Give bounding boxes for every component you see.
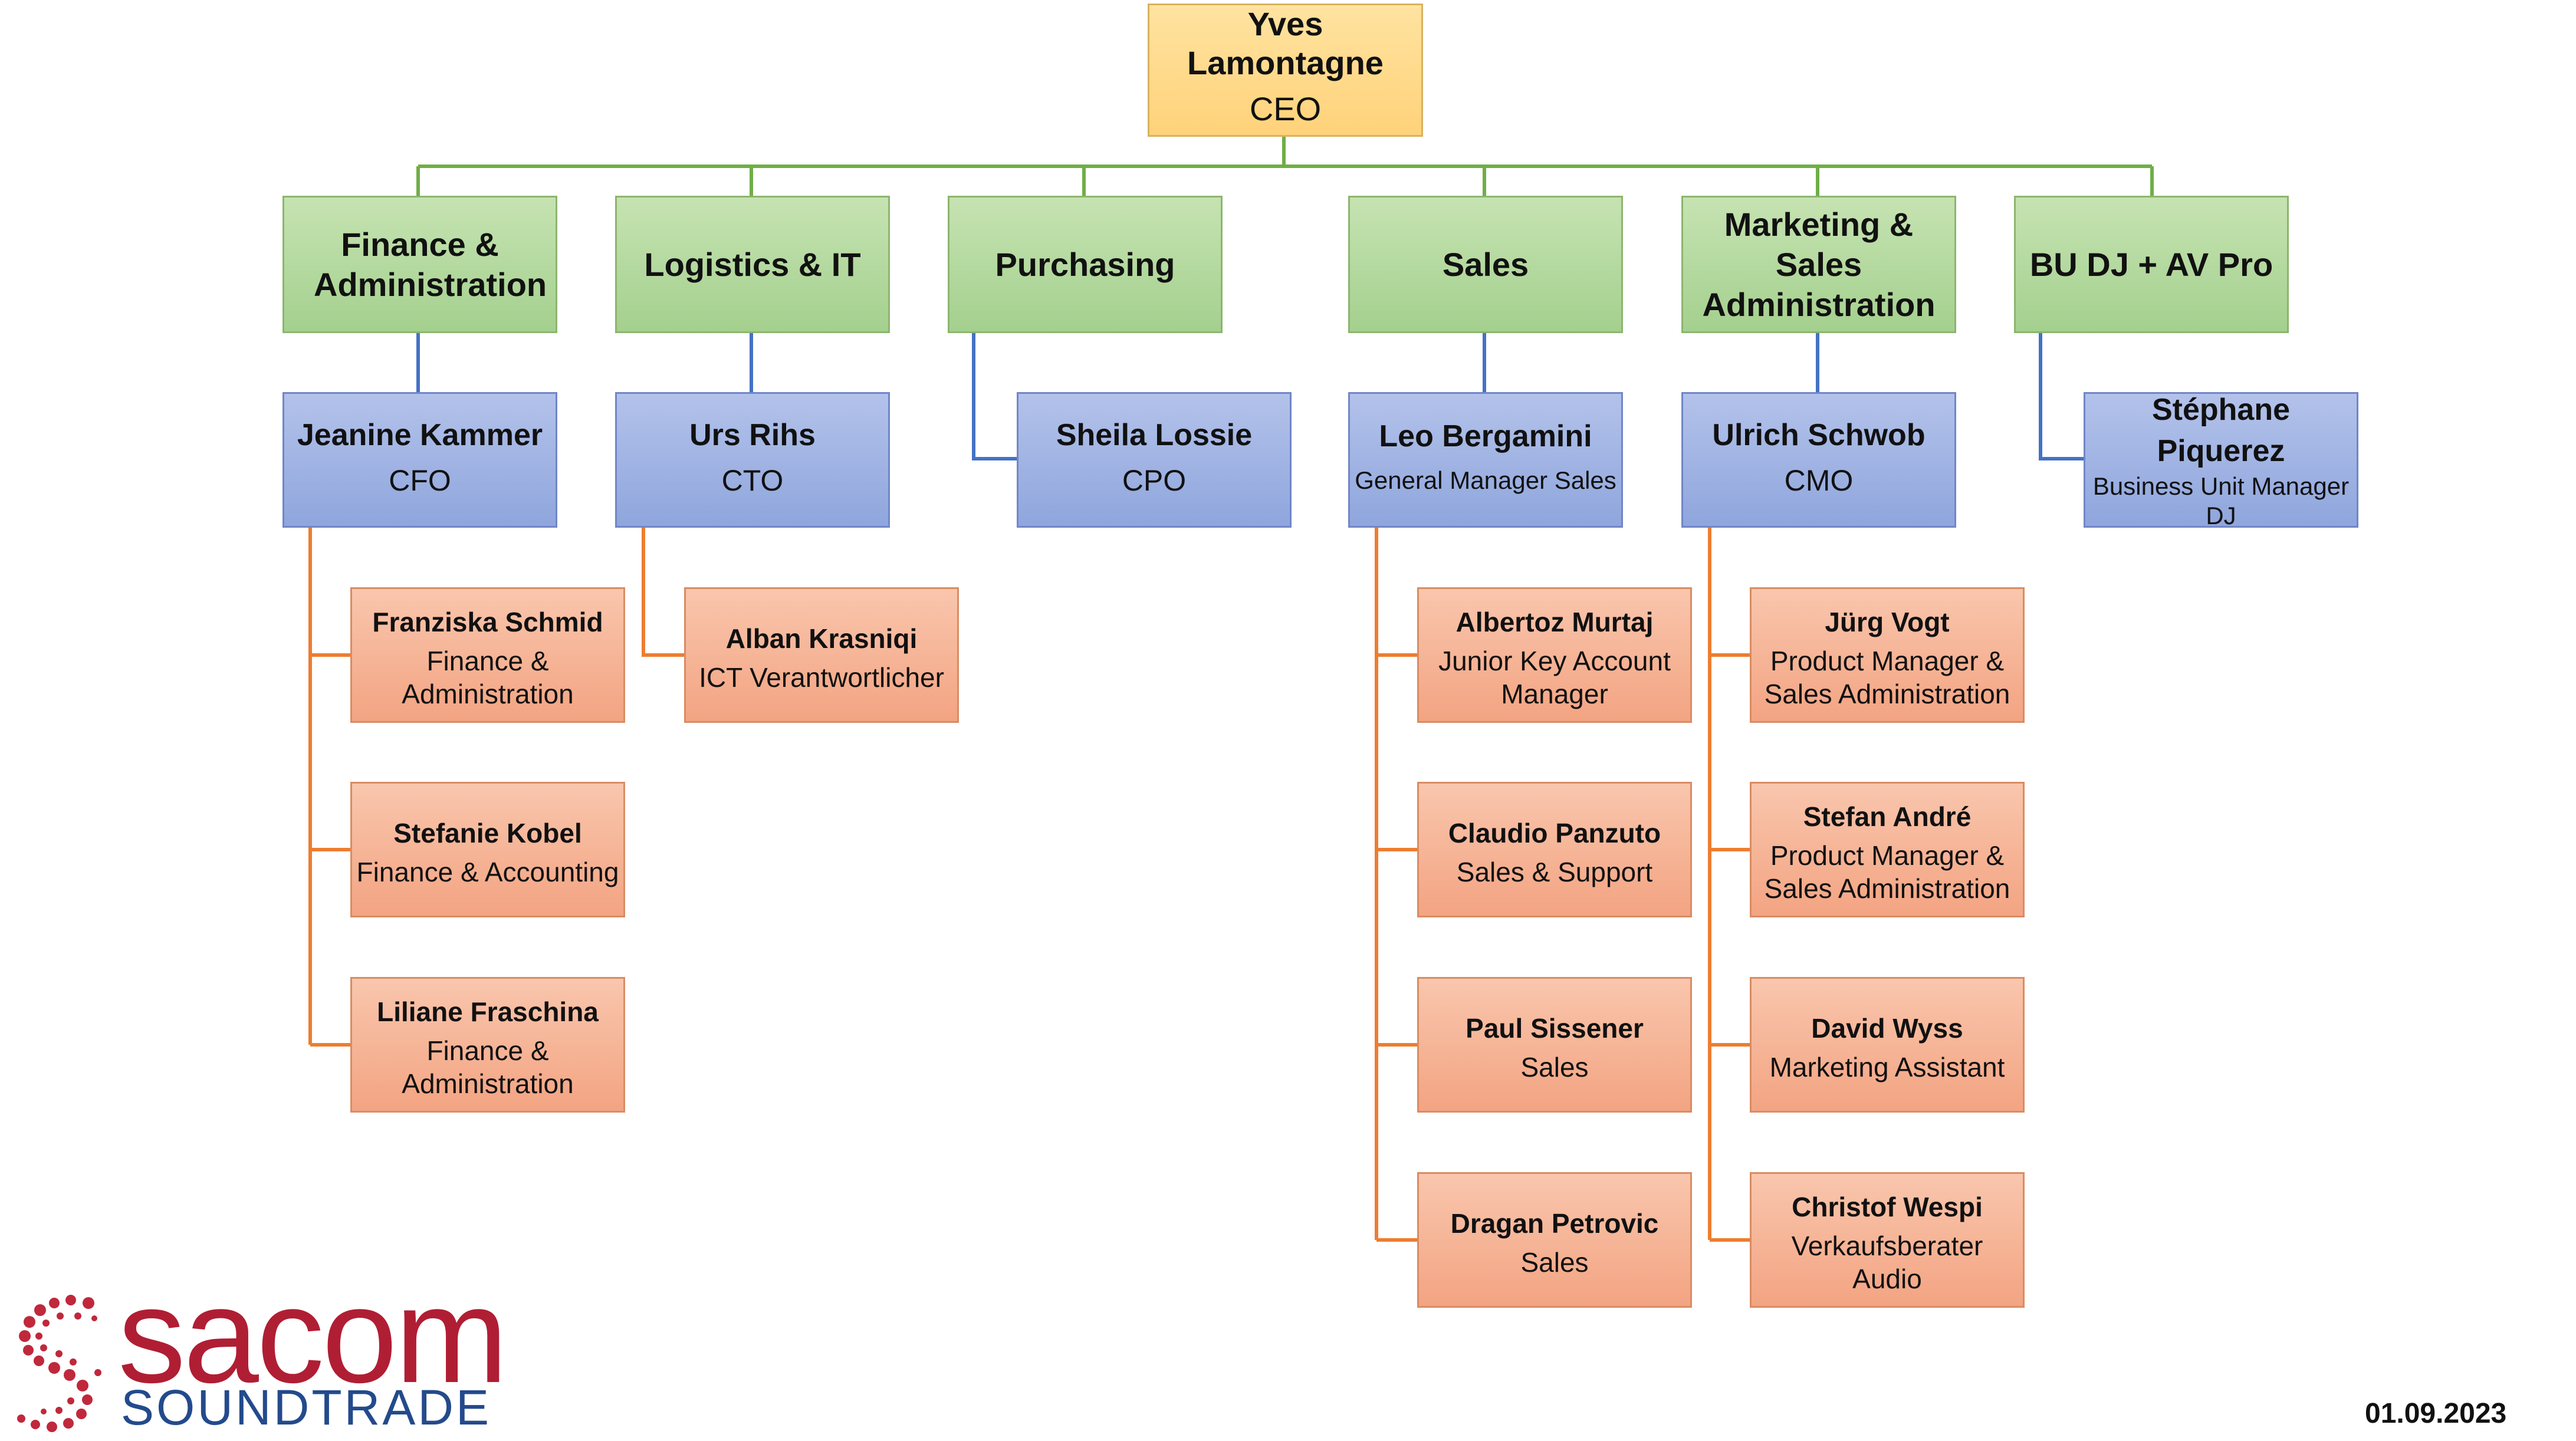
ceo-connectors: [416, 137, 2154, 196]
head-purchasing: Sheila Lossie CPO: [1017, 392, 1292, 528]
staff-card: Alban Krasniqi ICT Verantwortlicher: [684, 587, 959, 723]
head-title: Business Unit Manager DJ: [2092, 472, 2350, 529]
department-label: Finance & Administration: [314, 225, 547, 303]
department-bu-dj: BU DJ + AV Pro: [2014, 196, 2289, 333]
department-purchasing: Purchasing: [948, 196, 1223, 333]
staff-title: Product Manager & Sales Administration: [1764, 840, 2010, 904]
staff-card: Paul Sissener Sales: [1417, 977, 1692, 1113]
staff-connectors: [308, 528, 1750, 1242]
head-finance: Jeanine Kammer CFO: [282, 392, 557, 528]
staff-name: Franziska Schmid: [372, 607, 603, 637]
head-title: CPO: [1122, 464, 1187, 497]
staff-title: Marketing Assistant: [1769, 1052, 2005, 1083]
department-logistics: Logistics & IT: [615, 196, 890, 333]
staff-name: Liliane Fraschina: [377, 996, 599, 1027]
staff-title: Junior Key Account Manager: [1438, 646, 1671, 709]
staff-card: Christof Wespi Verkaufsberater Audio: [1750, 1172, 2025, 1308]
head-name: Jeanine Kammer: [297, 418, 543, 452]
staff-name: Jürg Vogt: [1825, 607, 1950, 637]
date-label: 01.09.2023: [2365, 1398, 2507, 1429]
staff-title: Finance & Administration: [402, 646, 574, 709]
staff-name: Christof Wespi: [1792, 1192, 1983, 1222]
staff-name: Claudio Panzuto: [1448, 818, 1661, 848]
staff-name: Stefanie Kobel: [393, 818, 582, 848]
staff-card: Dragan Petrovic Sales: [1417, 1172, 1692, 1308]
staff-title: Sales & Support: [1456, 857, 1653, 887]
staff-card: Liliane Fraschina Finance & Administrati…: [350, 977, 625, 1113]
staff-title: Sales: [1520, 1052, 1589, 1083]
staff-title: Verkaufsberater Audio: [1791, 1231, 1983, 1294]
department-label: BU DJ + AV Pro: [2029, 245, 2273, 283]
staff-title: Finance & Administration: [402, 1035, 574, 1099]
department-finance: Finance & Administration: [282, 196, 557, 333]
staff-name: David Wyss: [1811, 1013, 1963, 1044]
department-label: Logistics & IT: [644, 245, 861, 283]
staff-name: Dragan Petrovic: [1450, 1208, 1659, 1239]
logo-subtitle: SOUNDTRADE: [121, 1380, 492, 1435]
head-name: Stéphane Piquerez: [2151, 393, 2291, 468]
staff-card: Franziska Schmid Finance & Administratio…: [350, 587, 625, 723]
staff-card: Stefanie Kobel Finance & Accounting: [350, 782, 625, 917]
head-sales: Leo Bergamini General Manager Sales: [1348, 392, 1623, 528]
head-title: CTO: [721, 464, 784, 497]
staff-title: Sales: [1520, 1247, 1589, 1278]
head-bu-dj: Stéphane Piquerez Business Unit Manager …: [2084, 392, 2358, 529]
head-title: CMO: [1784, 464, 1854, 497]
ceo-box: Yves Lamontagne CEO: [1148, 4, 1423, 137]
department-label: Marketing & Sales Administration: [1702, 205, 1936, 323]
logo-wordmark: sacom: [118, 1259, 508, 1411]
head-title: CFO: [389, 464, 451, 497]
staff-title: ICT Verantwortlicher: [699, 662, 944, 693]
staff-card: David Wyss Marketing Assistant: [1750, 977, 2025, 1113]
staff-card: Claudio Panzuto Sales & Support: [1417, 782, 1692, 917]
head-name: Ulrich Schwob: [1712, 418, 1926, 452]
ceo-name: Yves Lamontagne: [1187, 5, 1384, 81]
head-name: Urs Rihs: [689, 418, 816, 452]
staff-card: Jürg Vogt Product Manager & Sales Admini…: [1750, 587, 2025, 723]
staff-name: Paul Sissener: [1466, 1013, 1644, 1044]
department-label: Purchasing: [995, 245, 1175, 283]
head-name: Leo Bergamini: [1379, 419, 1592, 453]
staff-name: Stefan André: [1803, 801, 1972, 832]
staff-name: Alban Krasniqi: [725, 623, 918, 654]
staff-title: Product Manager & Sales Administration: [1764, 646, 2010, 709]
staff-name: Albertoz Murtaj: [1455, 607, 1654, 637]
staff-title: Finance & Accounting: [356, 857, 619, 887]
department-connectors: [416, 333, 2084, 460]
head-name: Sheila Lossie: [1056, 418, 1253, 452]
head-title: General Manager Sales: [1355, 466, 1616, 494]
ceo-title: CEO: [1249, 90, 1322, 127]
department-label: Sales: [1442, 245, 1529, 283]
head-logistics: Urs Rihs CTO: [615, 392, 890, 528]
department-sales: Sales: [1348, 196, 1623, 333]
head-marketing: Ulrich Schwob CMO: [1681, 392, 1956, 528]
sacom-logo-mark: [17, 1295, 101, 1432]
department-marketing: Marketing & Sales Administration: [1681, 196, 1956, 333]
staff-card: Albertoz Murtaj Junior Key Account Manag…: [1417, 587, 1692, 723]
staff-card: Stefan André Product Manager & Sales Adm…: [1750, 782, 2025, 917]
